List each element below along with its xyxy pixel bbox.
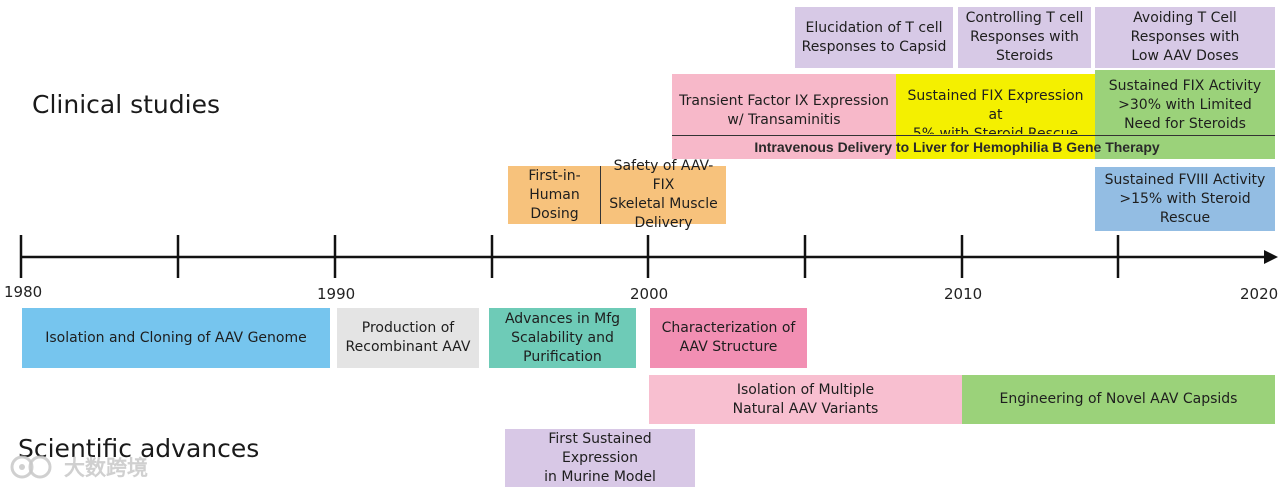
box-novel-capsids-text: Engineering of Novel AAV Capsids [999,391,1238,407]
timeline-arrow-icon [1264,250,1278,264]
box-sustained-fix-30: Sustained FIX Activity >30% with Limited… [1095,70,1275,134]
year-label-1990: 1990 [317,285,356,303]
box-structure-text: Characterization of AAV Structure [661,320,796,355]
year-label-2010: 2010 [944,285,983,303]
box-sustained-fix-30-text: Sustained FIX Activity >30% with Limited… [1108,78,1262,132]
box-novel-capsids: Engineering of Novel AAV Capsids [962,375,1275,424]
box-t-cell-steroids-text: Controlling T cell Responses with Steroi… [965,10,1084,64]
box-isolation-cloning-text: Isolation and Cloning of AAV Genome [45,329,307,346]
box-natural-variants: Isolation of Multiple Natural AAV Varian… [649,375,962,424]
box-isolation-cloning: Isolation and Cloning of AAV Genome [22,308,330,368]
year-label-2020: 2020 [1240,285,1279,303]
iv-delivery-banner: Intravenous Delivery to Liver for Hemoph… [754,139,1160,155]
year-label-2000: 2000 [630,285,669,303]
box-mfg: Advances in Mfg Scalability and Purifica… [489,308,636,368]
box-t-cell-capsid: Elucidation of T cell Responses to Capsi… [795,7,953,68]
timeline-ticks [19,235,1120,278]
scientific-advances-label: Scientific advances [18,434,260,463]
box-first-in-human: First-in- Human Dosing [508,166,601,224]
box-t-cell-steroids: Controlling T cell Responses with Steroi… [958,7,1091,68]
box-t-cell-low-dose: Avoiding T Cell Responses with Low AAV D… [1095,7,1275,68]
watermark-logo-icon [10,455,52,479]
box-structure: Characterization of AAV Structure [650,308,807,368]
box-production: Production of Recombinant AAV [337,308,479,368]
clinical-studies-label: Clinical studies [32,90,220,119]
box-murine-text: First Sustained Expression in Murine Mod… [544,430,656,485]
box-murine: First Sustained Expression in Murine Mod… [505,429,695,487]
box-t-cell-low-dose-text: Avoiding T Cell Responses with Low AAV D… [1130,10,1240,64]
box-transient-fix-text: Transient Factor IX Expression w/ Transa… [679,93,889,128]
box-fviii-text: Sustained FVIII Activity >15% with Stero… [1104,171,1266,226]
box-skeletal-muscle-text: Safety of AAV-FIX Skeletal Muscle Delive… [609,158,718,231]
box-skeletal-muscle: Safety of AAV-FIX Skeletal Muscle Delive… [601,158,726,231]
box-transient-fix: Transient Factor IX Expression w/ Transa… [672,74,896,134]
year-label-1980: 1980 [4,283,43,301]
box-fviii: Sustained FVIII Activity >15% with Stero… [1095,167,1275,231]
band-pink [672,134,896,159]
box-first-in-human-text: First-in- Human Dosing [528,167,581,222]
watermark: 大数跨境 [10,452,148,482]
box-sustained-fix-5: Sustained FIX Expression at 5% with Ster… [896,74,1095,142]
box-natural-variants-text: Isolation of Multiple Natural AAV Varian… [732,381,879,417]
first-in-human-divider [600,166,601,224]
box-mfg-text: Advances in Mfg Scalability and Purifica… [504,310,621,365]
watermark-text: 大数跨境 [64,456,148,480]
band-yellow [896,134,1095,159]
band-divider-line [672,135,1275,136]
box-production-text: Production of Recombinant AAV [345,320,471,355]
box-t-cell-capsid-text: Elucidation of T cell Responses to Capsi… [801,19,947,55]
band-green [1095,134,1275,159]
